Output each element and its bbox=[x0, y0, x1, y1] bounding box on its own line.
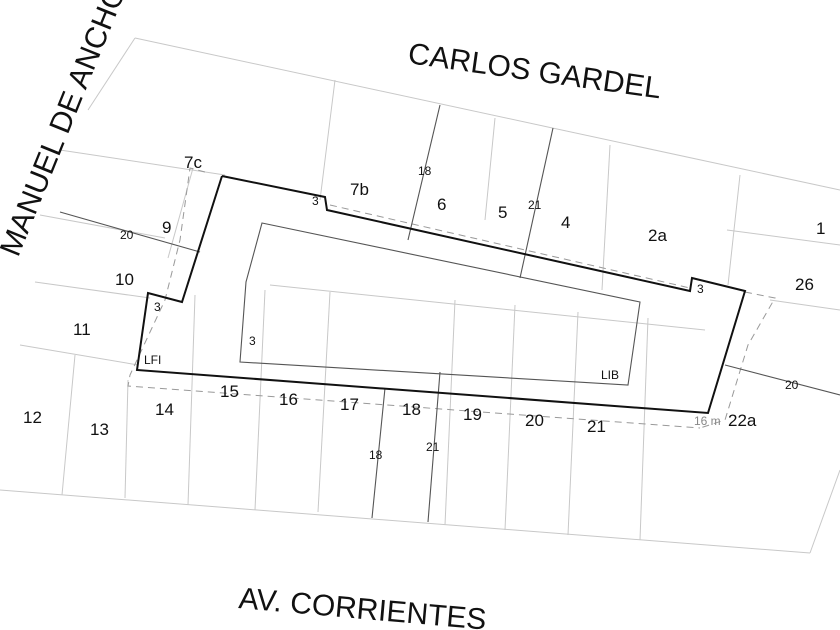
lot-label: 26 bbox=[795, 275, 814, 294]
dimension-label: 3 bbox=[312, 194, 319, 208]
lot-label: 2a bbox=[648, 226, 667, 245]
lot-label: 19 bbox=[463, 405, 482, 424]
lot-label: 1 bbox=[816, 219, 825, 238]
lot-label: 6 bbox=[437, 195, 446, 214]
lot-label: 22a bbox=[728, 411, 757, 430]
dimension-labels: 18 21 20 20 18 21 3 3 3 3 bbox=[120, 164, 799, 462]
lot-label: 18 bbox=[402, 400, 421, 419]
block-outline bbox=[0, 37, 840, 554]
parcel-grid bbox=[19, 79, 840, 541]
dimension-label: 21 bbox=[528, 198, 542, 212]
dimension-label: 3 bbox=[154, 300, 161, 314]
dimension-label: 3 bbox=[697, 282, 704, 296]
lot-labels: 7c 7b 6 5 4 2a 1 26 9 10 11 12 13 14 15 … bbox=[23, 153, 825, 439]
lot-label: 21 bbox=[587, 417, 606, 436]
lot-label: 17 bbox=[340, 395, 359, 414]
subject-parcel bbox=[135, 175, 747, 415]
lot-label: 16 bbox=[279, 390, 298, 409]
dimension-label: 21 bbox=[426, 440, 440, 454]
lot-label: 12 bbox=[23, 408, 42, 427]
lot-label: 7c bbox=[184, 153, 202, 172]
lot-label: 4 bbox=[561, 213, 570, 232]
dimension-label: 20 bbox=[120, 228, 134, 242]
dimension-lines bbox=[59, 104, 840, 523]
street-label-top: CARLOS GARDEL bbox=[406, 37, 663, 105]
dimension-label: 20 bbox=[785, 378, 799, 392]
lfi-marker: LFI bbox=[144, 353, 161, 367]
dimension-label: 18 bbox=[369, 448, 383, 462]
lot-label: 20 bbox=[525, 411, 544, 430]
lot-label: 9 bbox=[162, 218, 171, 237]
lot-label: 10 bbox=[115, 270, 134, 289]
building-footprint bbox=[239, 222, 641, 386]
lot-label: 13 bbox=[90, 420, 109, 439]
dimension-label: 18 bbox=[418, 164, 432, 178]
lib-marker: LIB bbox=[601, 368, 619, 382]
lot-label: 14 bbox=[155, 400, 174, 419]
lot-label: 5 bbox=[498, 203, 507, 222]
lot-label: 15 bbox=[220, 382, 239, 401]
street-label-bottom: AV. CORRIENTES bbox=[237, 582, 487, 630]
dashed-overlay bbox=[127, 167, 776, 429]
lot-label: 11 bbox=[73, 320, 91, 339]
dimension-label: 3 bbox=[249, 334, 256, 348]
lot-label: 7b bbox=[350, 180, 369, 199]
scale-label: 16 m bbox=[694, 414, 721, 428]
